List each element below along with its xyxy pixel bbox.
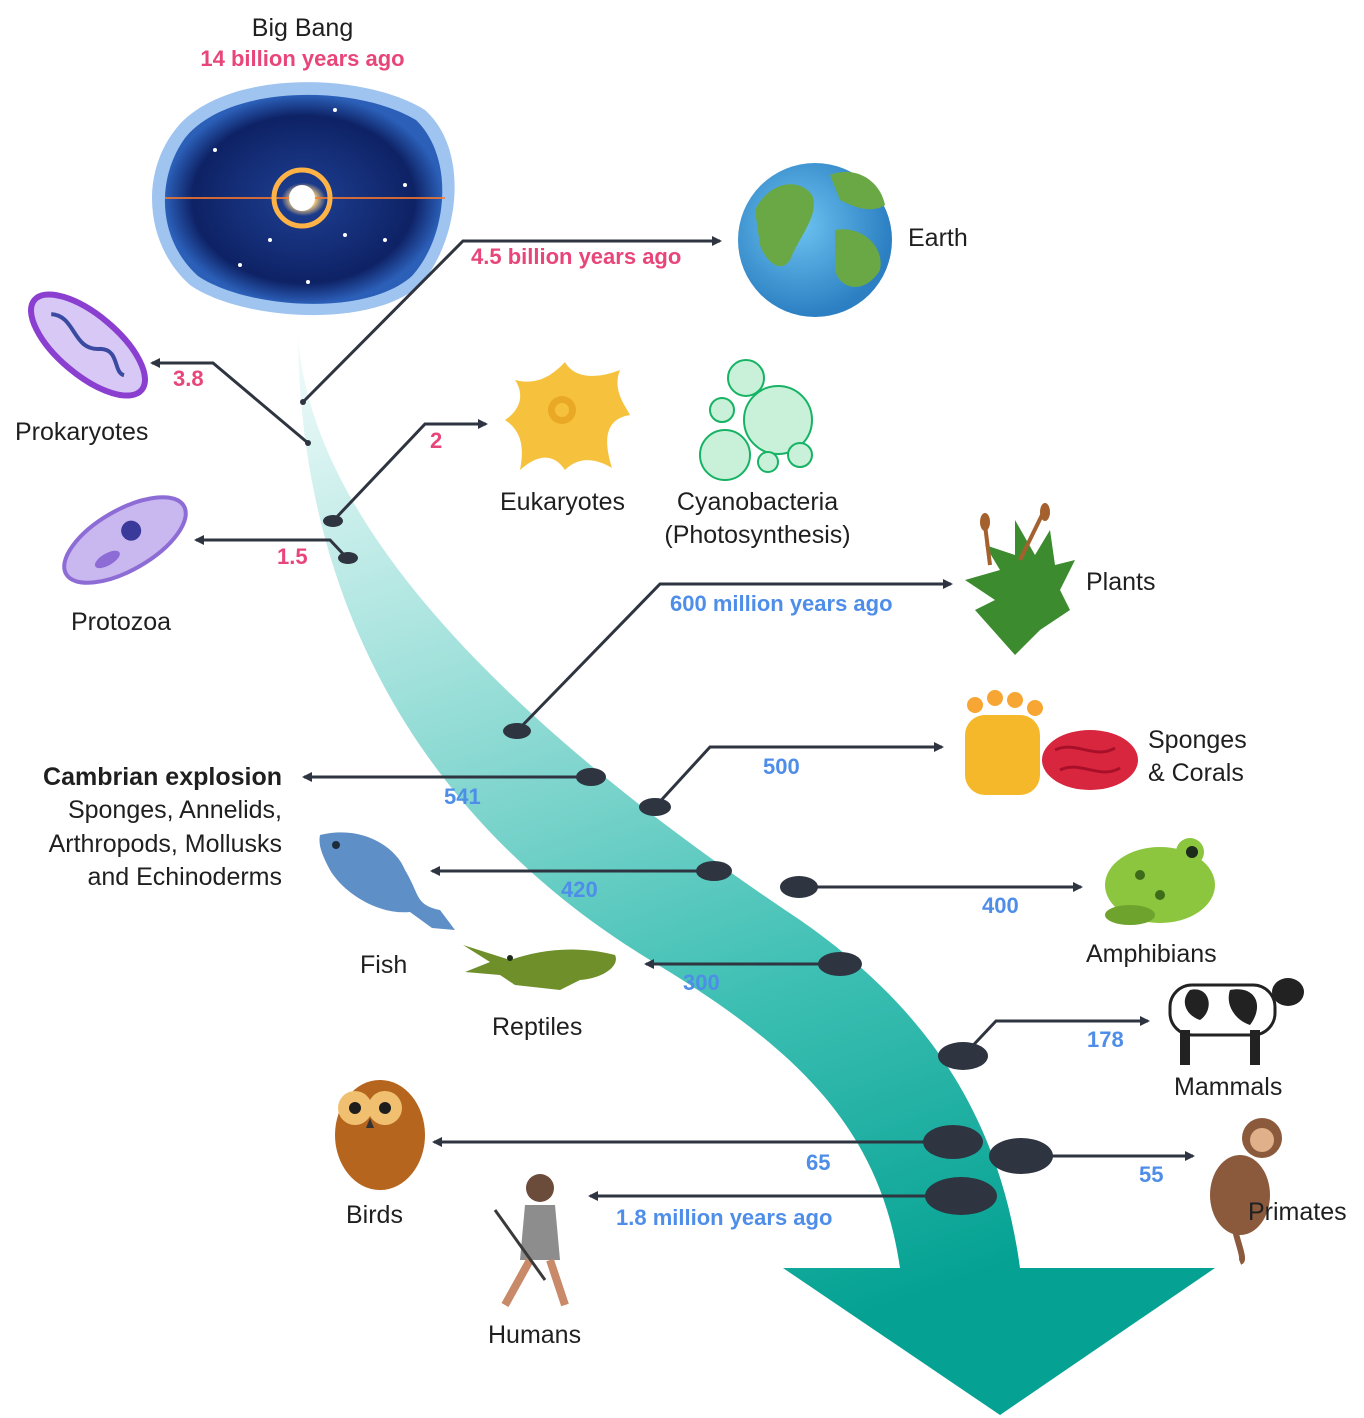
sponges-label-1: Sponges — [1148, 724, 1247, 757]
primate-icon — [1210, 1118, 1282, 1262]
fish-label: Fish — [360, 949, 407, 982]
timeline-connectors — [152, 241, 1193, 1196]
protozoa-time: 1.5 — [277, 543, 308, 572]
crocodile-icon — [463, 945, 616, 990]
dot-fish — [696, 861, 732, 881]
dot-protozoa — [338, 552, 358, 564]
protozoa-label: Protozoa — [71, 606, 171, 639]
earth-label: Earth — [908, 222, 968, 255]
earth-time: 4.5 billion years ago — [471, 243, 681, 272]
cyanobacteria-label: Cyanobacteria — [655, 486, 860, 519]
big-bang-time: 14 billion years ago — [180, 45, 425, 74]
big-bang-label: Big Bang — [230, 12, 375, 45]
amphibians-label: Amphibians — [1086, 938, 1217, 971]
connector-protozoa — [196, 540, 346, 557]
dot-birds — [923, 1125, 983, 1159]
cambrian-detail-1: Sponges, Annelids, — [10, 794, 282, 827]
big-bang-illustration — [152, 82, 455, 315]
plants-time: 600 million years ago — [670, 590, 893, 619]
earth-icon — [738, 163, 892, 317]
cambrian-time: 541 — [444, 783, 481, 812]
cambrian-label: Cambrian explosion — [10, 761, 282, 794]
dot-amphibians — [780, 876, 818, 898]
primates-label: Primates — [1248, 1196, 1347, 1229]
cambrian-detail-2: Arthropods, Mollusks — [10, 828, 282, 861]
cambrian-detail-3: and Echinoderms — [10, 861, 282, 894]
eukaryotes-label: Eukaryotes — [500, 486, 625, 519]
connector-eukaryotes — [333, 424, 486, 521]
protozoa-icon — [51, 480, 199, 600]
cyanobacteria-note: (Photosynthesis) — [655, 519, 860, 552]
dot-cambrian — [576, 768, 606, 786]
caveman-icon — [495, 1174, 565, 1305]
dot-mammals — [938, 1042, 988, 1070]
dot-prokaryotes — [305, 440, 311, 446]
mammals-label: Mammals — [1174, 1071, 1282, 1104]
plant-moss-icon — [965, 503, 1075, 655]
dot-earth — [300, 399, 306, 405]
prokaryotes-label: Prokaryotes — [15, 416, 148, 449]
birds-label: Birds — [346, 1199, 403, 1232]
dot-primates — [989, 1138, 1053, 1174]
sponges-time: 500 — [763, 753, 800, 782]
owl-icon — [335, 1080, 425, 1190]
fish-icon — [319, 832, 455, 930]
cow-icon — [1170, 978, 1304, 1065]
dot-humans — [925, 1177, 997, 1215]
humans-label: Humans — [488, 1319, 581, 1352]
reptiles-time: 300 — [683, 969, 720, 998]
fish-time: 420 — [561, 876, 598, 905]
humans-time: 1.8 million years ago — [616, 1204, 832, 1233]
sponges-label-2: & Corals — [1148, 757, 1244, 790]
frog-icon — [1105, 838, 1215, 925]
reptiles-label: Reptiles — [492, 1011, 582, 1044]
dot-sponges — [639, 798, 671, 816]
eukaryote-cell-icon — [505, 362, 630, 470]
prokaryote-cell-icon — [15, 277, 161, 413]
amphibians-time: 400 — [982, 892, 1019, 921]
sponge-coral-icon — [965, 690, 1138, 795]
eukaryotes-time: 2 — [430, 427, 442, 456]
dot-plants — [503, 723, 531, 739]
primates-time: 55 — [1139, 1161, 1163, 1190]
plants-label: Plants — [1086, 566, 1155, 599]
cyanobacteria-icon — [700, 360, 812, 480]
dot-reptiles — [818, 952, 862, 976]
mammals-time: 178 — [1087, 1026, 1124, 1055]
prokaryotes-time: 3.8 — [173, 365, 204, 394]
dot-eukaryotes — [323, 515, 343, 527]
birds-time: 65 — [806, 1149, 830, 1178]
